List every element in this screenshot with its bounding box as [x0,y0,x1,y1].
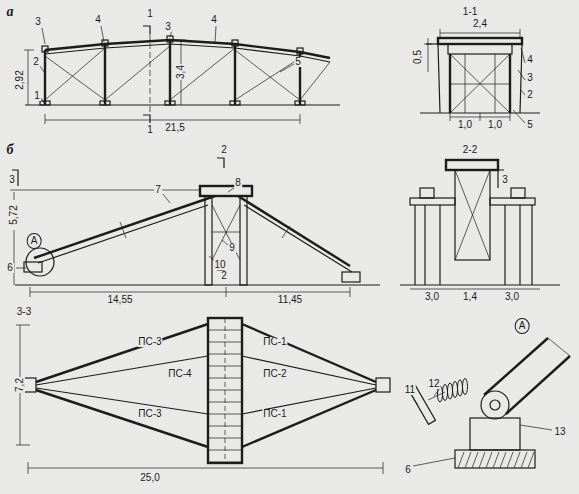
callout-number: 3-3 [16,307,32,317]
boom-left [34,196,215,258]
section-1-1 [420,29,540,123]
callout-number: 2 [220,145,228,155]
callout-number: 25,0 [139,473,160,483]
callout-number: 3 [526,73,534,83]
hatching [458,452,534,468]
callout-number: 3 [164,22,172,32]
callout-number: 2 [220,271,228,281]
callout-number: А [515,318,530,334]
callout-number: 6 [404,465,412,475]
tower-plan [208,318,242,463]
callout-number: 2-2 [462,145,478,155]
ground-line [15,284,380,285]
callout-number: 1-1 [462,7,478,17]
pedestal [470,418,520,450]
dimension: 5,72 [9,204,19,225]
callout-number: 1,0 [487,120,503,130]
dimension: 3,4 [176,64,186,80]
callout-number: 7 [154,185,162,195]
piles [415,205,532,285]
tower-elevation [10,158,504,297]
callout-number: 9 [228,243,236,253]
dimension: 0,5 [413,49,423,65]
callout-number: А [27,233,42,249]
tower-grid [208,318,242,463]
dimension: 7,2 [15,377,25,393]
callout-number: ПС-3 [137,337,162,347]
callout-number: 2,4 [472,19,488,29]
callout-number: б [6,143,15,157]
callout-number: ПС-1 [262,409,287,419]
dimension: 2,92 [15,69,25,90]
callout-number: 1 [33,91,41,101]
tower-cap [200,186,252,196]
callout-number: 4 [526,55,534,65]
boom-right [238,196,350,266]
callout-number: 1 [146,125,154,135]
ground-line [25,104,340,105]
callout-number: а [6,5,15,19]
top-chord [45,40,330,58]
callout-number: ПС-2 [262,369,287,379]
callout-number: 11 [404,385,416,395]
posts [40,36,305,105]
callout-number: 1,0 [457,120,473,130]
callout-number: 4 [210,15,218,25]
top-chord-inner [45,44,330,62]
callout-number: 8 [234,178,242,188]
callout-number: ПС-3 [137,409,162,419]
callout-number: 3 [501,175,509,185]
callout-number: 13 [553,427,566,437]
callout-number: 2 [32,57,40,67]
truss-elevation [24,26,340,124]
callout-number: 21,5 [164,123,185,133]
callout-number: 3 [34,17,42,27]
foundation [455,450,535,468]
callout-number: 12 [427,379,440,389]
callout-number: 3,0 [424,292,440,302]
callout-number: 5 [294,57,302,67]
callout-number: ПС-1 [262,337,287,347]
callout-number: 3,0 [504,292,520,302]
callout-number: 14,55 [106,295,133,305]
callout-number: 6 [6,263,14,273]
callout-number: 11,45 [277,295,303,305]
callout-number: 1,4 [462,292,478,302]
callout-number: 3 [8,175,16,185]
callout-number: 4 [94,15,102,25]
spring [438,379,468,403]
detail-a [409,338,570,468]
plan-3-3 [16,318,390,474]
callout-number: 10 [213,260,226,270]
callout-number: 1 [146,9,154,19]
callout-number: ПС-4 [167,369,192,379]
platform [438,38,522,44]
section-2-2 [400,160,560,289]
callout-number: 5 [526,120,534,130]
callout-number: 2 [526,90,534,100]
